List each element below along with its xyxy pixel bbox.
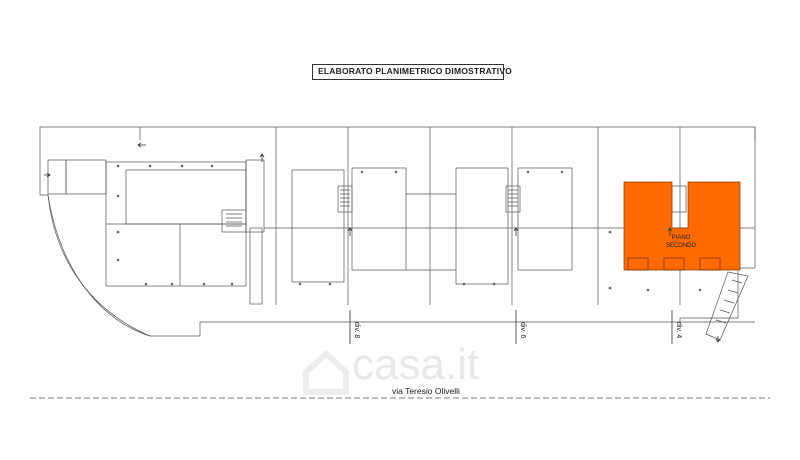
division-label-4: div. 4 <box>675 322 682 339</box>
building-outline <box>39 126 756 337</box>
watermark-text: casa.it <box>352 340 480 389</box>
unit-label: PIANO SECONDO <box>656 234 706 250</box>
drawing-title: ELABORATO PLANIMETRICO DIMOSTRATIVO <box>318 66 512 76</box>
street-name: via Teresio Olivelli <box>392 386 460 396</box>
unit-label-line1: PIANO <box>671 235 691 241</box>
column-markers <box>116 164 702 292</box>
unit-label-line2: SECONDO <box>665 243 697 249</box>
division-label-6: div. 6 <box>519 322 526 339</box>
title-frame <box>312 64 504 80</box>
unit-piano-secondo <box>623 181 741 271</box>
curved-wall <box>47 194 151 337</box>
division-label-8: div. 8 <box>353 322 360 339</box>
watermark-house-icon <box>303 349 349 395</box>
